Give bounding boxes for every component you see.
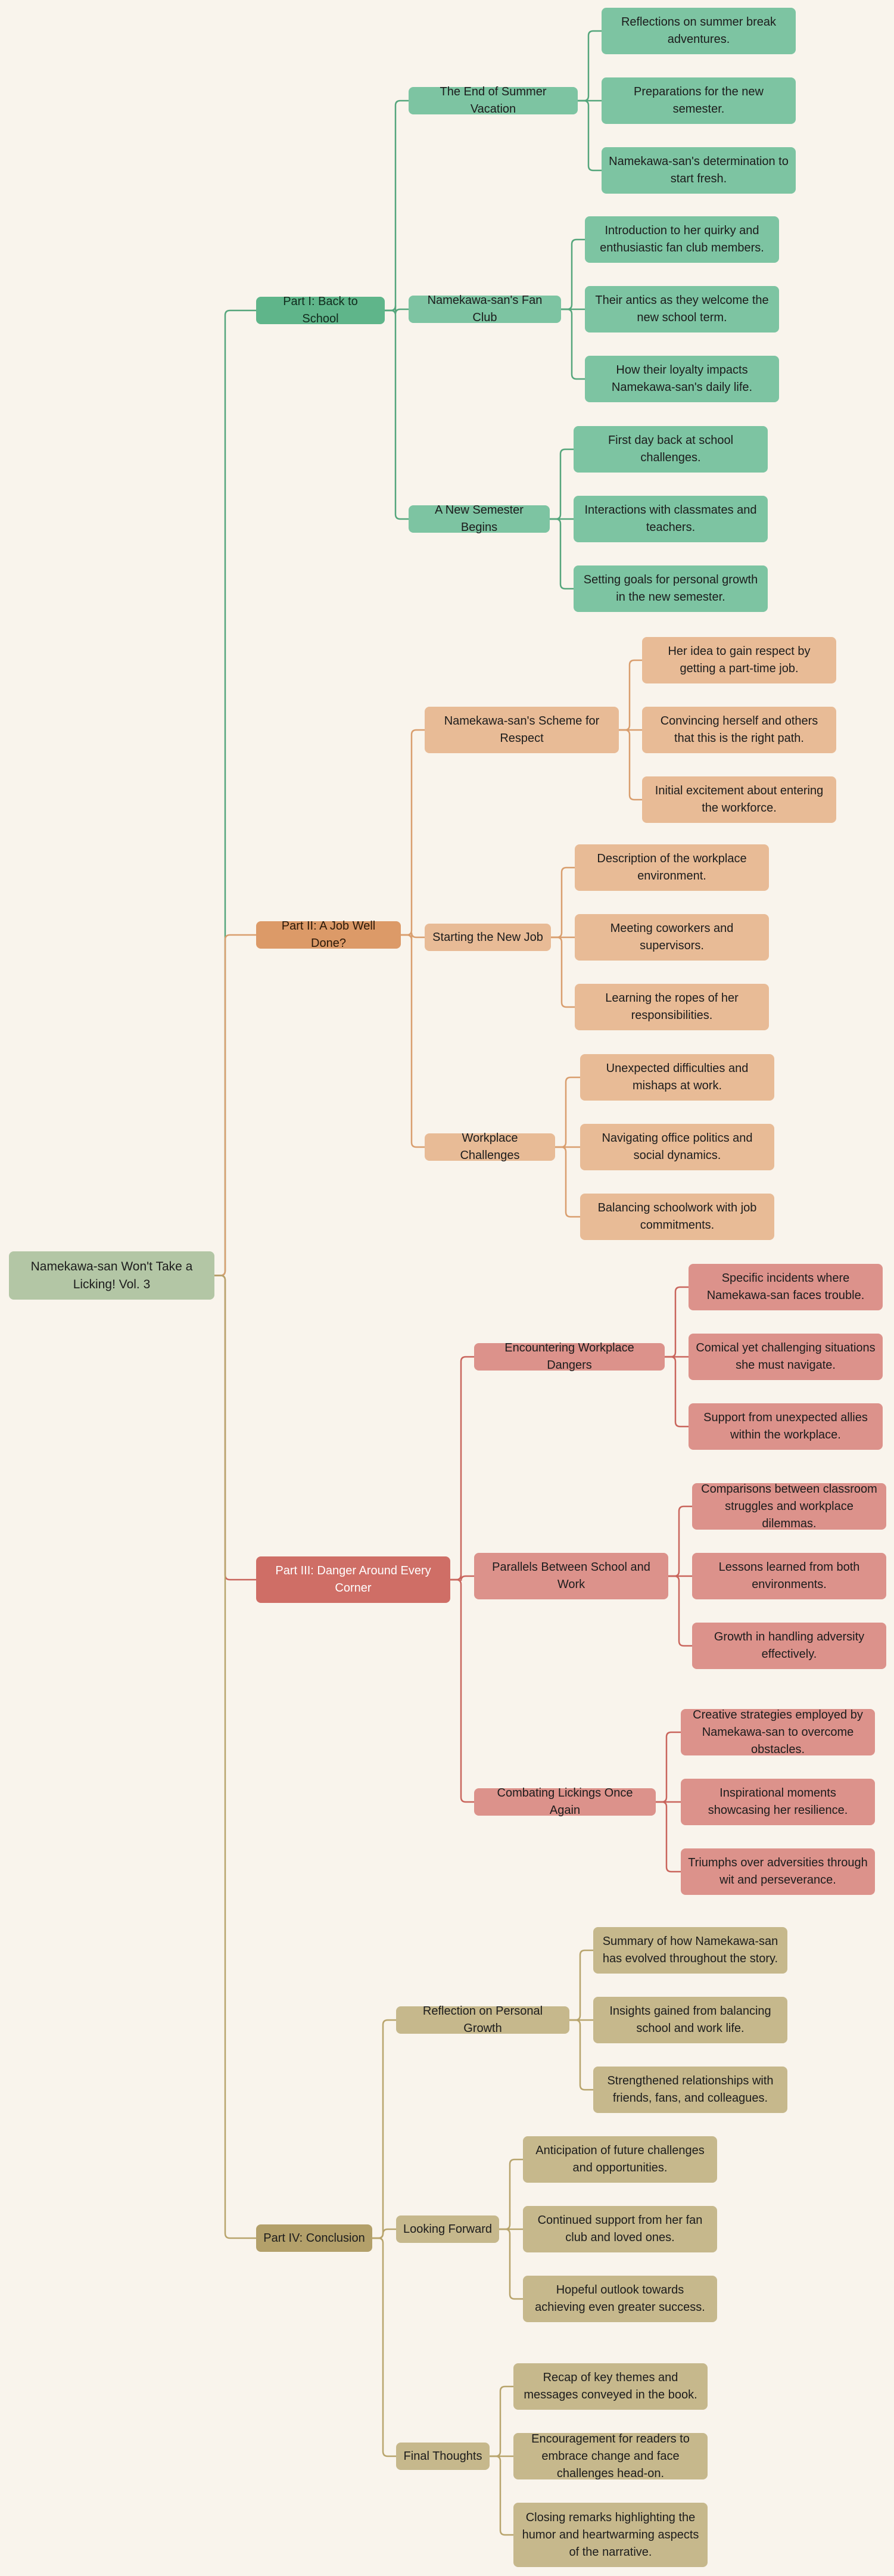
leaf-node-2-2-2: Meeting coworkers and supervisors. [575, 914, 769, 961]
connector-root-part-3 [214, 1275, 256, 1581]
leaf-node-3-2-2: Lessons learned from both environments. [692, 1553, 886, 1599]
leaf-node-4-3-2: Encouragement for readers to embrace cha… [513, 2432, 708, 2480]
connector-part-2-sub-3 [401, 934, 425, 1148]
connector-sub-2-3-leaf-1 [555, 1076, 580, 1148]
connector-sub-4-3-leaf-3 [490, 2455, 513, 2536]
leaf-node-1-3-1: First day back at school challenges. [574, 426, 768, 473]
connector-sub-2-1-leaf-1 [619, 659, 642, 731]
sub-node-3-3: Combating Lickings Once Again [474, 1786, 656, 1817]
part-node-4: Part IV: Conclusion [256, 2224, 372, 2252]
connector-sub-1-2-leaf-1 [561, 238, 585, 310]
leaf-node-2-2-3: Learning the ropes of her responsibiliti… [575, 984, 769, 1030]
sub-node-1-3: A New Semester Begins [409, 504, 550, 534]
connector-sub-1-3-leaf-3 [550, 518, 574, 590]
leaf-node-4-1-2: Insights gained from balancing school an… [593, 1997, 787, 2043]
leaf-node-1-2-3: How their loyalty impacts Namekawa-san's… [585, 356, 779, 402]
connector-root-part-2 [214, 934, 256, 1276]
connector-root-part-1 [214, 309, 256, 1276]
leaf-node-1-3-2: Interactions with classmates and teacher… [574, 496, 768, 542]
leaf-node-2-3-3: Balancing schoolwork with job commitment… [580, 1194, 774, 1240]
sub-node-2-1: Namekawa-san's Scheme for Respect [425, 707, 619, 753]
sub-node-1-1: The End of Summer Vacation [409, 85, 578, 116]
leaf-node-2-1-2: Convincing herself and others that this … [642, 707, 836, 753]
connector-sub-1-1-leaf-3 [578, 100, 602, 172]
connector-root-part-4 [214, 1275, 256, 2239]
leaf-node-4-1-1: Summary of how Namekawa-san has evolved … [593, 1927, 787, 1974]
sub-node-3-2: Parallels Between School and Work [474, 1553, 668, 1599]
leaf-node-4-2-3: Hopeful outlook towards achieving even g… [523, 2276, 717, 2322]
connector-sub-2-2-leaf-1 [551, 866, 575, 939]
connector-sub-4-1-leaf-1 [569, 1949, 593, 2021]
leaf-node-2-1-3: Initial excitement about entering the wo… [642, 776, 836, 823]
connector-sub-4-3-leaf-1 [490, 2385, 513, 2457]
part-node-3: Part III: Danger Around Every Corner [256, 1556, 450, 1603]
leaf-node-1-2-1: Introduction to her quirky and enthusias… [585, 216, 779, 263]
connector-part-4-sub-2 [372, 2228, 396, 2239]
connector-sub-2-2-leaf-3 [551, 936, 575, 1008]
leaf-node-3-3-2: Inspirational moments showcasing her res… [681, 1779, 875, 1825]
connector-part-4-sub-1 [372, 2019, 396, 2239]
leaf-node-1-2-2: Their antics as they welcome the new sch… [585, 286, 779, 333]
part-node-2: Part II: A Job Well Done? [256, 919, 401, 950]
leaf-node-4-2-2: Continued support from her fan club and … [523, 2206, 717, 2252]
leaf-node-1-1-3: Namekawa-san's determination to start fr… [602, 147, 796, 194]
connector-sub-3-1-leaf-3 [665, 1356, 689, 1428]
connector-part-4-sub-3 [372, 2237, 396, 2457]
sub-node-4-3: Final Thoughts [396, 2443, 490, 2470]
connector-part-1-sub-1 [385, 100, 409, 312]
connector-sub-2-3-leaf-3 [555, 1146, 580, 1218]
leaf-node-4-3-3: Closing remarks highlighting the humor a… [513, 2503, 708, 2567]
connector-sub-4-2-leaf-1 [499, 2158, 523, 2230]
connector-sub-1-1-leaf-1 [578, 30, 602, 102]
leaf-node-3-3-3: Triumphs over adversities through wit an… [681, 1848, 875, 1895]
leaf-node-3-1-1: Specific incidents where Namekawa-san fa… [689, 1264, 883, 1310]
sub-node-1-2: Namekawa-san's Fan Club [409, 294, 561, 324]
connector-part-3-sub-3 [450, 1578, 474, 1803]
leaf-node-3-3-1: Creative strategies employed by Namekawa… [681, 1708, 875, 1756]
leaf-node-1-1-1: Reflections on summer break adventures. [602, 8, 796, 54]
leaf-node-2-1-1: Her idea to gain respect by getting a pa… [642, 637, 836, 683]
leaf-node-3-2-1: Comparisons between classroom struggles … [692, 1483, 886, 1530]
sub-node-3-1: Encountering Workplace Dangers [474, 1341, 665, 1372]
sub-node-2-2: Starting the New Job [425, 924, 551, 951]
connector-sub-4-1-leaf-3 [569, 2019, 593, 2091]
leaf-node-4-1-3: Strengthened relationships with friends,… [593, 2067, 787, 2113]
connector-part-2-sub-2 [401, 932, 425, 940]
leaf-node-3-1-2: Comical yet challenging situations she m… [689, 1334, 883, 1380]
leaf-node-1-3-3: Setting goals for personal growth in the… [574, 565, 768, 612]
connector-sub-3-2-leaf-3 [668, 1575, 692, 1647]
root-node: Namekawa-san Won't Take a Licking! Vol. … [9, 1251, 214, 1300]
connector-sub-4-2-leaf-3 [499, 2228, 523, 2300]
leaf-node-2-3-1: Unexpected difficulties and mishaps at w… [580, 1054, 774, 1101]
connector-part-1-sub-3 [385, 309, 409, 520]
connector-sub-1-3-leaf-1 [550, 448, 574, 520]
leaf-node-2-2-1: Description of the workplace environment… [575, 844, 769, 891]
connector-sub-3-2-leaf-1 [668, 1505, 692, 1577]
leaf-node-2-3-2: Navigating office politics and social dy… [580, 1124, 774, 1170]
leaf-node-1-1-2: Preparations for the new semester. [602, 77, 796, 124]
sub-node-4-2: Looking Forward [396, 2215, 499, 2243]
part-node-1: Part I: Back to School [256, 295, 385, 325]
connector-sub-3-3-leaf-3 [656, 1801, 681, 1873]
leaf-node-3-2-3: Growth in handling adversity effectively… [692, 1623, 886, 1669]
sub-node-4-1: Reflection on Personal Growth [396, 2005, 569, 2035]
leaf-node-4-3-1: Recap of key themes and messages conveye… [513, 2363, 708, 2410]
sub-node-2-3: Workplace Challenges [425, 1132, 555, 1162]
connector-part-3-sub-1 [450, 1356, 474, 1581]
connector-part-2-sub-1 [401, 729, 425, 936]
connector-sub-3-1-leaf-1 [665, 1286, 689, 1358]
connector-sub-3-3-leaf-1 [656, 1731, 681, 1803]
connector-sub-1-2-leaf-3 [561, 308, 585, 380]
connector-sub-2-1-leaf-3 [619, 729, 642, 801]
leaf-node-4-2-1: Anticipation of future challenges and op… [523, 2136, 717, 2183]
leaf-node-3-1-3: Support from unexpected allies within th… [689, 1403, 883, 1450]
